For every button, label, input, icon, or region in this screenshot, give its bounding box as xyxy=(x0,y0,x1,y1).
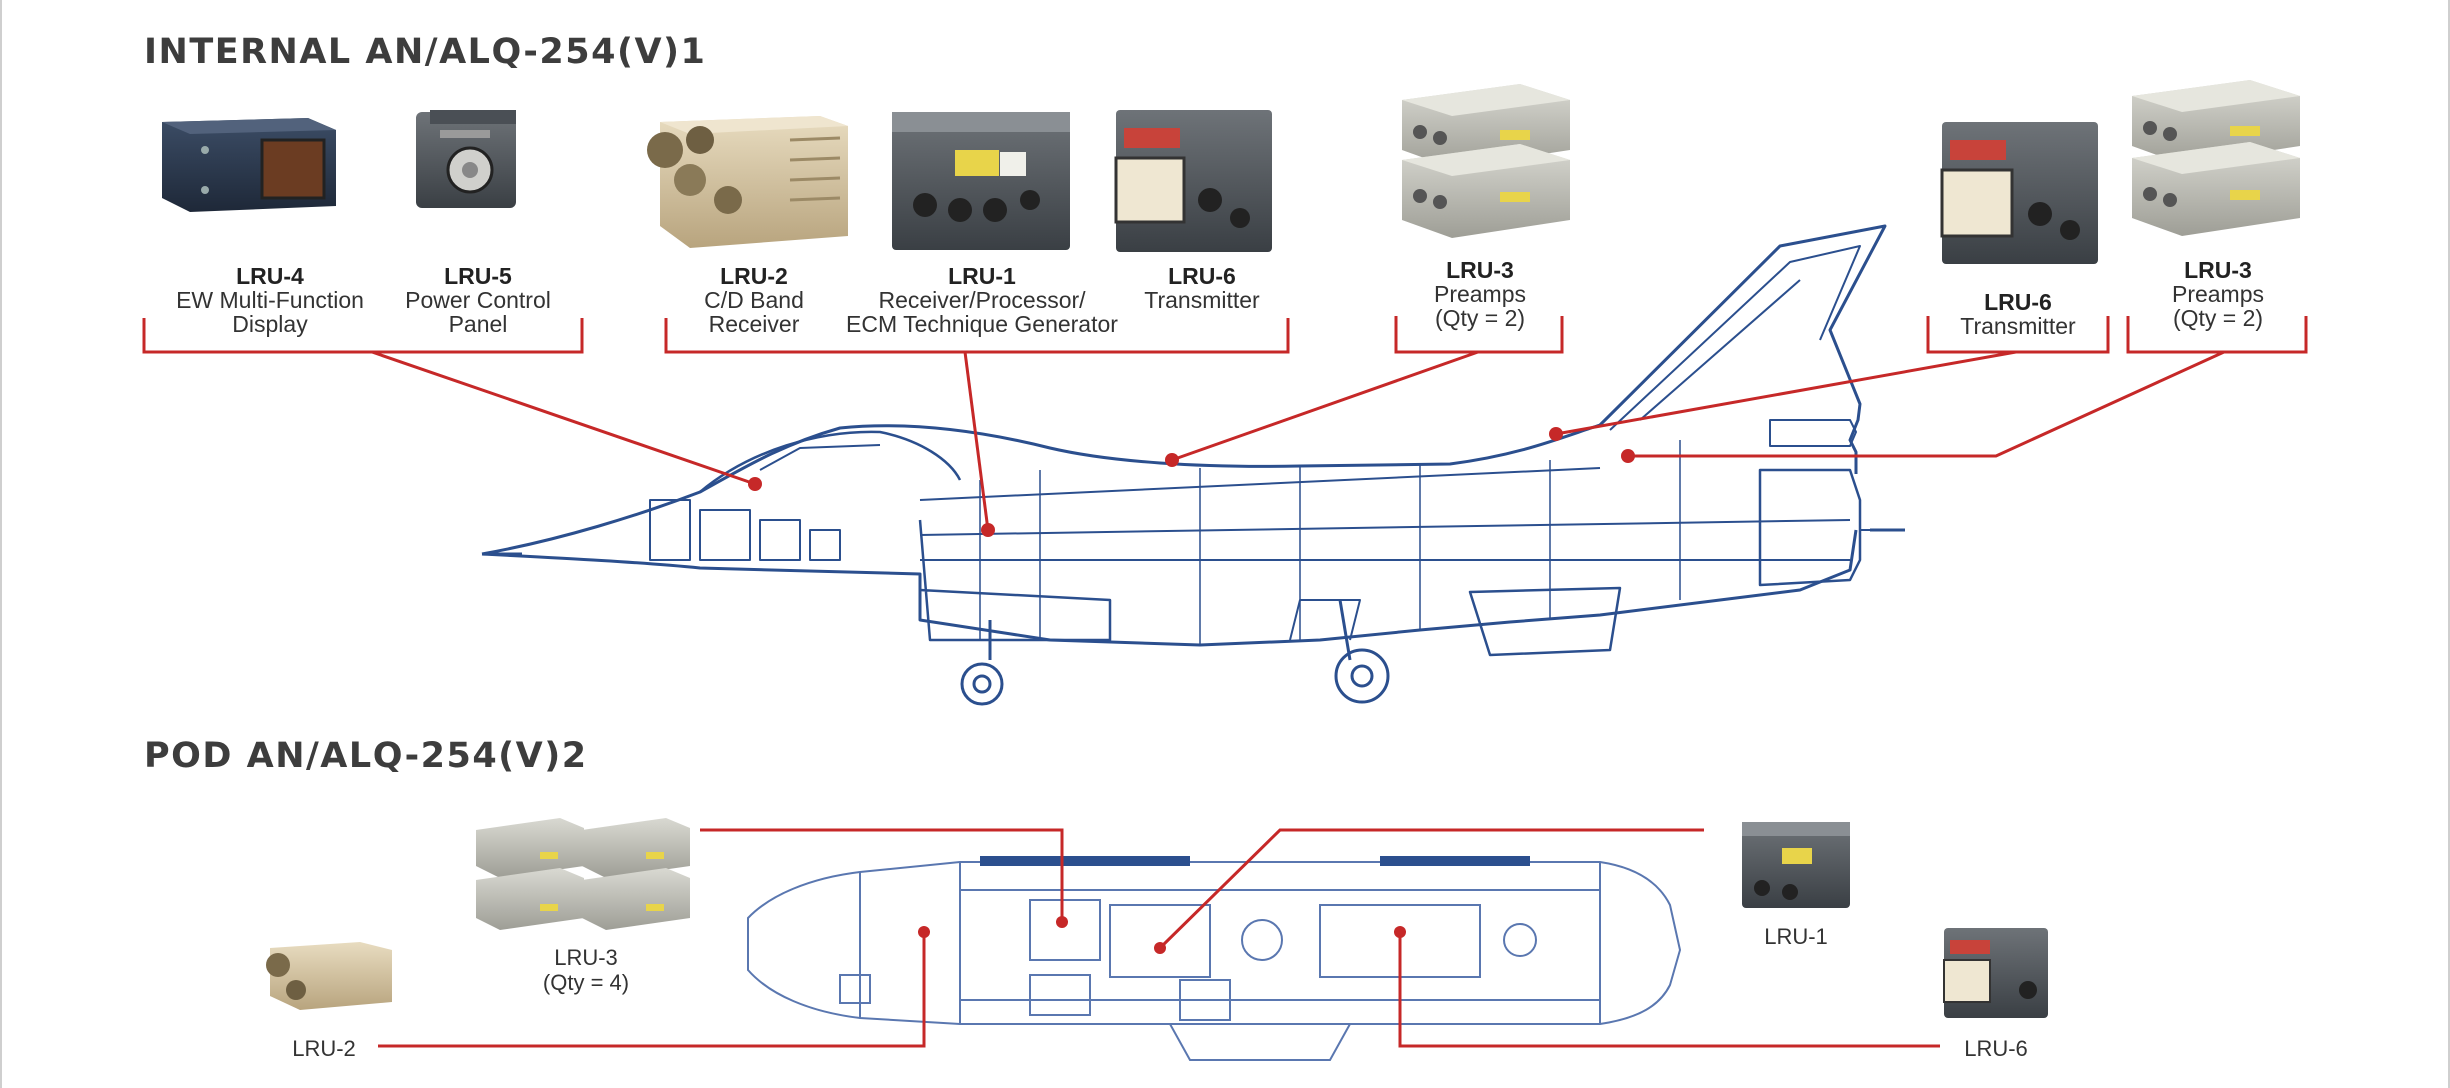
label-lru-3-right-id: LRU-3 xyxy=(2184,257,2252,283)
label-lru-3-right-desc-2: (Qty = 2) xyxy=(2172,305,2264,331)
label-lru-6-right: LRU-6 Transmitter xyxy=(1960,290,2075,338)
bracket-lru6-right xyxy=(1926,316,2110,354)
f16-aircraft-outline xyxy=(481,224,1905,706)
pod-label-lru-6: LRU-6 xyxy=(1964,1036,2028,1061)
bracket-lru3-right xyxy=(2126,316,2308,354)
label-lru-2-id: LRU-2 xyxy=(720,263,788,289)
lru-1-processor-image xyxy=(892,112,1070,250)
label-lru-6-right-desc-1: Transmitter xyxy=(1960,313,2076,339)
lru-5-panel-image xyxy=(416,110,516,208)
label-lru-1-desc-1: Receiver/Processor/ xyxy=(878,287,1086,313)
frame-right-edge xyxy=(2448,0,2450,1088)
label-lru-1-id: LRU-1 xyxy=(948,263,1016,289)
bracket-lru2-lru1-lru6 xyxy=(664,318,1290,354)
label-lru-5-desc-2: Panel xyxy=(448,311,508,337)
pod-lru-3-preamps-image xyxy=(476,818,690,930)
pod-lru-1-processor-image xyxy=(1742,822,1850,908)
label-lru-2-desc-2: Receiver xyxy=(708,311,800,337)
lru-2-receiver-image xyxy=(647,116,848,248)
pod-label-lru-1-text: LRU-1 xyxy=(1764,924,1828,949)
pod-lru-2-receiver-image xyxy=(266,942,392,1010)
label-lru-6-id: LRU-6 xyxy=(1168,263,1236,289)
pod-lru-6-transmitter-image xyxy=(1943,928,2048,1018)
pod-label-lru-2-text: LRU-2 xyxy=(292,1036,356,1061)
label-lru-4-id: LRU-4 xyxy=(236,263,304,289)
label-lru-5: LRU-5 Power Control Panel xyxy=(405,264,551,336)
label-lru-1-desc-2: ECM Technique Generator xyxy=(846,311,1118,337)
label-lru-5-id: LRU-5 xyxy=(444,263,512,289)
label-lru-3-right: LRU-3 Preamps (Qty = 2) xyxy=(2172,258,2264,330)
label-lru-2: LRU-2 C/D Band Receiver xyxy=(704,264,804,336)
label-lru-3-desc-2: (Qty = 2) xyxy=(1434,305,1526,331)
lru-6-transmitter-right-image xyxy=(1940,122,2098,264)
aircraft-nose-probe xyxy=(482,528,1905,556)
label-lru-1: LRU-1 Receiver/Processor/ ECM Technique … xyxy=(846,264,1118,336)
pod-leader-lines xyxy=(378,828,1940,1048)
label-lru-3-right-desc-1: Preamps xyxy=(2171,281,2265,307)
label-lru-6: LRU-6 Transmitter xyxy=(1144,264,1259,312)
label-lru-4: LRU-4 EW Multi-Function Display xyxy=(176,264,364,336)
label-lru-3-id: LRU-3 xyxy=(1446,257,1514,283)
label-lru-5-desc-1: Power Control xyxy=(405,287,551,313)
pod-body-outline xyxy=(747,861,1682,1061)
bracket-lru4-lru5 xyxy=(142,318,584,354)
pod-callout-dots xyxy=(918,916,1406,954)
pod-section-title: POD AN/ALQ-254(V)2 xyxy=(144,736,588,776)
pod-label-lru-3-text-1: LRU-3 xyxy=(554,945,618,970)
pod-top-rails xyxy=(980,856,1530,866)
lru-4-display-image xyxy=(162,118,336,212)
label-lru-6-right-id: LRU-6 xyxy=(1984,289,2052,315)
label-lru-6-desc-1: Transmitter xyxy=(1144,287,1260,313)
pod-label-lru-3: LRU-3 (Qty = 4) xyxy=(543,945,629,995)
internal-callout-dots xyxy=(748,427,1635,537)
internal-leader-lines xyxy=(371,350,2225,531)
label-lru-2-desc-1: C/D Band xyxy=(704,287,804,313)
lru-3-preamps-image xyxy=(1402,84,1570,238)
internal-bracket-lines xyxy=(142,316,2308,354)
pod-label-lru-3-text-2: (Qty = 4) xyxy=(542,970,630,995)
lru-6-transmitter-image xyxy=(1114,110,1272,252)
label-lru-3: LRU-3 Preamps (Qty = 2) xyxy=(1434,258,1526,330)
label-lru-3-desc-1: Preamps xyxy=(1433,281,1527,307)
label-lru-4-desc-1: EW Multi-Function xyxy=(176,287,364,313)
pod-label-lru-2: LRU-2 xyxy=(292,1036,356,1061)
label-lru-4-desc-2: Display xyxy=(232,311,308,337)
frame-left-edge xyxy=(0,0,2,1088)
pod-label-lru-1: LRU-1 xyxy=(1764,924,1828,949)
bracket-lru3 xyxy=(1394,316,1564,354)
internal-section-title: INTERNAL AN/ALQ-254(V)1 xyxy=(144,32,707,72)
pod-label-lru-6-text: LRU-6 xyxy=(1964,1036,2028,1061)
lru-3-preamps-right-image xyxy=(2132,80,2300,236)
